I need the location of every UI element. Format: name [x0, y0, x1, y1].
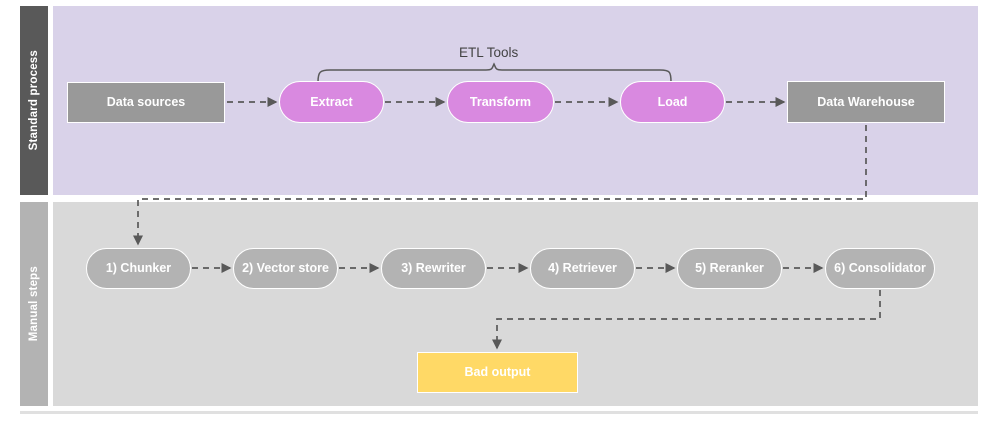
node-data-sources-label: Data sources [106, 95, 186, 110]
node-chunker-label: 1) Chunker [105, 261, 172, 276]
node-transform[interactable]: Transform [447, 81, 554, 123]
lane-label-manual-steps-text: Manual steps [28, 266, 40, 342]
node-transform-label: Transform [469, 94, 532, 109]
node-vector-store-label: 2) Vector store [242, 261, 329, 276]
bottom-divider [20, 411, 978, 414]
lane-label-manual-steps: Manual steps [20, 202, 48, 406]
node-retriever-label: 4) Retriever [548, 261, 617, 276]
node-reranker-label: 5) Reranker [695, 261, 764, 276]
node-bad-output-label: Bad output [464, 365, 531, 380]
lane-label-standard-process: Standard process [20, 6, 48, 195]
lane-label-standard-process-text: Standard process [28, 50, 40, 151]
node-rewriter[interactable]: 3) Rewriter [381, 248, 486, 289]
node-extract-label: Extract [310, 94, 353, 109]
node-consolidator[interactable]: 6) Consolidator [825, 248, 935, 289]
node-chunker[interactable]: 1) Chunker [86, 248, 191, 289]
node-reranker[interactable]: 5) Reranker [677, 248, 782, 289]
node-bad-output[interactable]: Bad output [417, 352, 578, 393]
node-extract[interactable]: Extract [279, 81, 384, 123]
node-load-label: Load [657, 94, 688, 109]
node-retriever[interactable]: 4) Retriever [530, 248, 635, 289]
node-data-warehouse-label: Data Warehouse [817, 94, 915, 109]
node-data-sources[interactable]: Data sources [67, 82, 225, 123]
node-load[interactable]: Load [620, 81, 725, 123]
node-data-warehouse[interactable]: Data Warehouse [787, 81, 945, 123]
node-vector-store[interactable]: 2) Vector store [233, 248, 338, 289]
node-rewriter-label: 3) Rewriter [401, 261, 466, 276]
etl-tools-label: ETL Tools [459, 45, 519, 60]
node-consolidator-label: 6) Consolidator [834, 261, 926, 276]
